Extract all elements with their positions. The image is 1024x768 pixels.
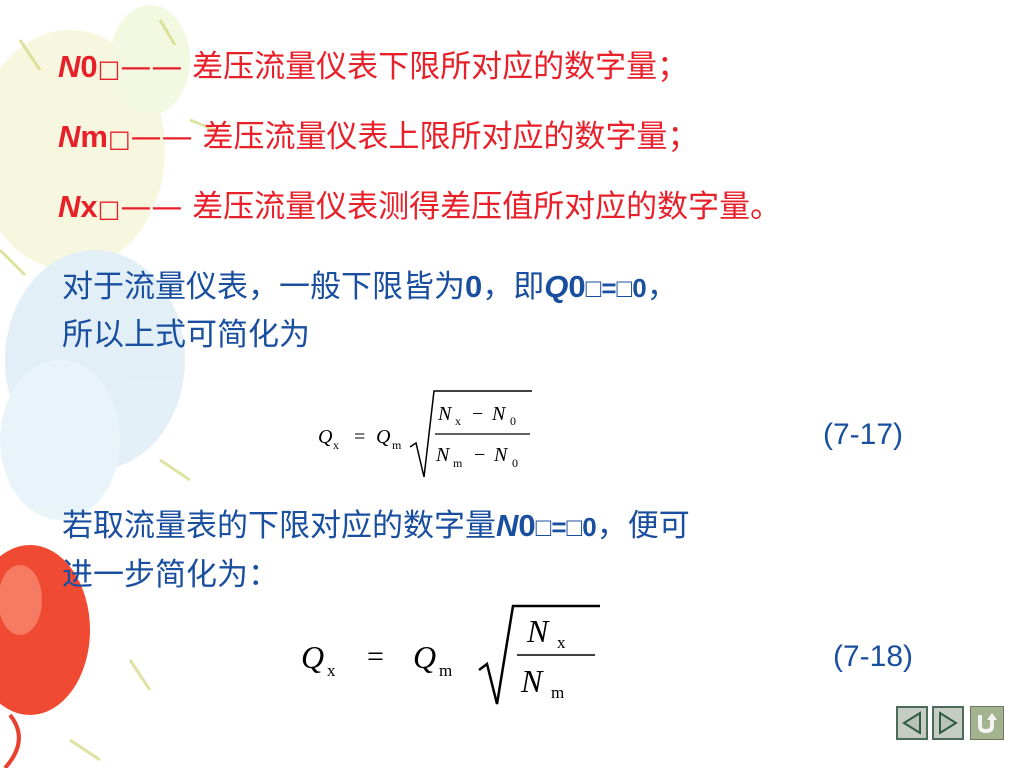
definition-text: 差压流量仪表下限所对应的数字量； bbox=[182, 49, 689, 85]
denominator-sub: m bbox=[551, 683, 564, 702]
formula-lhs-sub: x bbox=[327, 661, 336, 680]
numerator-b: N bbox=[491, 403, 507, 425]
formula-7-17: Q x = Q m N x − N 0 N m − N 0 bbox=[318, 390, 532, 478]
numerator: N bbox=[526, 613, 550, 649]
definition-text: 差压流量仪表测得差压值所对应的数字量。 bbox=[182, 189, 782, 225]
radical-sign bbox=[409, 390, 532, 478]
symbol-sub: x bbox=[80, 189, 98, 224]
numerator-b-sub: 0 bbox=[510, 414, 516, 428]
formula-lhs-sub: x bbox=[333, 438, 339, 452]
text: ，便可 bbox=[596, 508, 690, 544]
definition-nm: Nm□—— 差压流量仪表上限所对应的数字量； bbox=[58, 118, 699, 158]
paragraph-2-line-2: 进一步简化为： bbox=[62, 557, 279, 593]
formula-q: Q bbox=[376, 426, 391, 448]
text: ，即 bbox=[482, 269, 545, 305]
definition-text: 差压流量仪表上限所对应的数字量； bbox=[192, 119, 699, 155]
symbol-n: N bbox=[496, 508, 519, 543]
symbol-sub: m bbox=[80, 119, 108, 154]
paragraph-1-line-1: 对于流量仪表，一般下限皆为0，即Q0□=□0， bbox=[62, 268, 678, 307]
formula-lhs: Q bbox=[318, 426, 333, 448]
numerator-sub: x bbox=[557, 633, 566, 652]
formula-equals: = bbox=[354, 426, 365, 448]
formula-q: Q bbox=[413, 639, 436, 675]
slide-navigation bbox=[896, 706, 964, 740]
equals-zero: □=□0 bbox=[585, 273, 647, 303]
missing-glyph-box: □ bbox=[97, 195, 121, 223]
arrow-left-icon bbox=[902, 711, 921, 735]
formula-q-sub: m bbox=[392, 438, 402, 452]
zero: 0 bbox=[465, 269, 483, 304]
symbol-sub: 0 bbox=[568, 269, 586, 304]
symbol-sub: 0 bbox=[80, 49, 98, 84]
denominator-b-sub: 0 bbox=[512, 456, 518, 470]
formula-lhs: Q bbox=[301, 639, 324, 675]
text: ， bbox=[646, 269, 678, 305]
symbol-n: N bbox=[58, 189, 81, 224]
symbol-n: N bbox=[58, 119, 81, 154]
numerator-a-sub: x bbox=[455, 414, 461, 428]
denominator-minus: − bbox=[474, 444, 485, 466]
return-arrow-icon bbox=[978, 713, 997, 734]
denominator-a: N bbox=[435, 444, 451, 466]
denominator: N bbox=[520, 663, 544, 699]
equals-zero: □=□0 bbox=[535, 512, 597, 542]
equation-number-7-17: (7-17) bbox=[823, 418, 904, 451]
next-slide-button[interactable] bbox=[932, 706, 964, 740]
numerator-a: N bbox=[437, 403, 453, 425]
symbol-q: Q bbox=[544, 269, 569, 304]
paragraph-1-line-2: 所以上式可简化为 bbox=[62, 317, 310, 353]
dash: —— bbox=[120, 189, 183, 225]
formula-7-18: Q x = Q m N x N m bbox=[301, 604, 600, 705]
definition-n0: N0□—— 差压流量仪表下限所对应的数字量； bbox=[58, 48, 688, 88]
return-button[interactable] bbox=[970, 706, 1004, 740]
numerator-minus: − bbox=[472, 403, 483, 425]
dash: —— bbox=[130, 119, 193, 155]
symbol-n: N bbox=[58, 49, 81, 84]
previous-slide-button[interactable] bbox=[896, 706, 928, 740]
text: 对于流量仪表，一般下限皆为 bbox=[62, 269, 465, 305]
symbol-sub: 0 bbox=[518, 508, 536, 543]
radical-sign bbox=[478, 604, 600, 705]
missing-glyph-box: □ bbox=[107, 125, 131, 153]
denominator-b: N bbox=[493, 444, 509, 466]
denominator-a-sub: m bbox=[453, 456, 463, 470]
equation-number-7-18: (7-18) bbox=[833, 640, 914, 673]
formula-q-sub: m bbox=[439, 661, 452, 680]
paragraph-2-line-1: 若取流量表的下限对应的数字量N0□=□0，便可 bbox=[62, 507, 690, 546]
formula-equals: = bbox=[367, 640, 384, 673]
missing-glyph-box: □ bbox=[97, 55, 121, 83]
text: 若取流量表的下限对应的数字量 bbox=[62, 508, 496, 544]
dash: —— bbox=[120, 49, 183, 85]
definition-nx: Nx□—— 差压流量仪表测得差压值所对应的数字量。 bbox=[58, 188, 781, 228]
arrow-right-icon bbox=[939, 711, 958, 735]
